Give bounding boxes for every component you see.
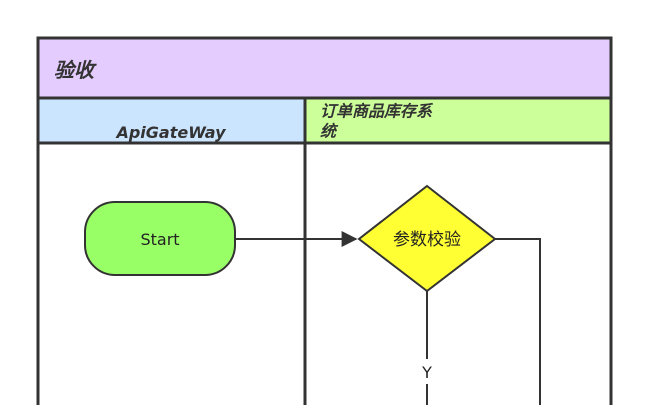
- lane-title-order-system-line1: 订单商品库存系: [320, 101, 434, 120]
- pool-header: [36, 36, 613, 100]
- lane-header-order-system: [303, 96, 613, 145]
- lane-title-apigateway: ApiGateWay: [114, 123, 226, 142]
- decision-node-label: 参数校验: [393, 230, 461, 250]
- decision-node[interactable]: [357, 184, 497, 293]
- lane-title-order-system-line2: 统: [320, 121, 339, 140]
- lane-header-apigateway: [36, 96, 307, 145]
- pool-title: 验收: [54, 58, 97, 82]
- edge-decision-right[interactable]: [495, 238, 541, 405]
- edge-yes-label: Y: [421, 363, 432, 382]
- lane-title-order-system: 订单商品库存系 统: [320, 101, 438, 140]
- start-node-label: Start: [140, 230, 179, 249]
- start-node[interactable]: [84, 201, 236, 276]
